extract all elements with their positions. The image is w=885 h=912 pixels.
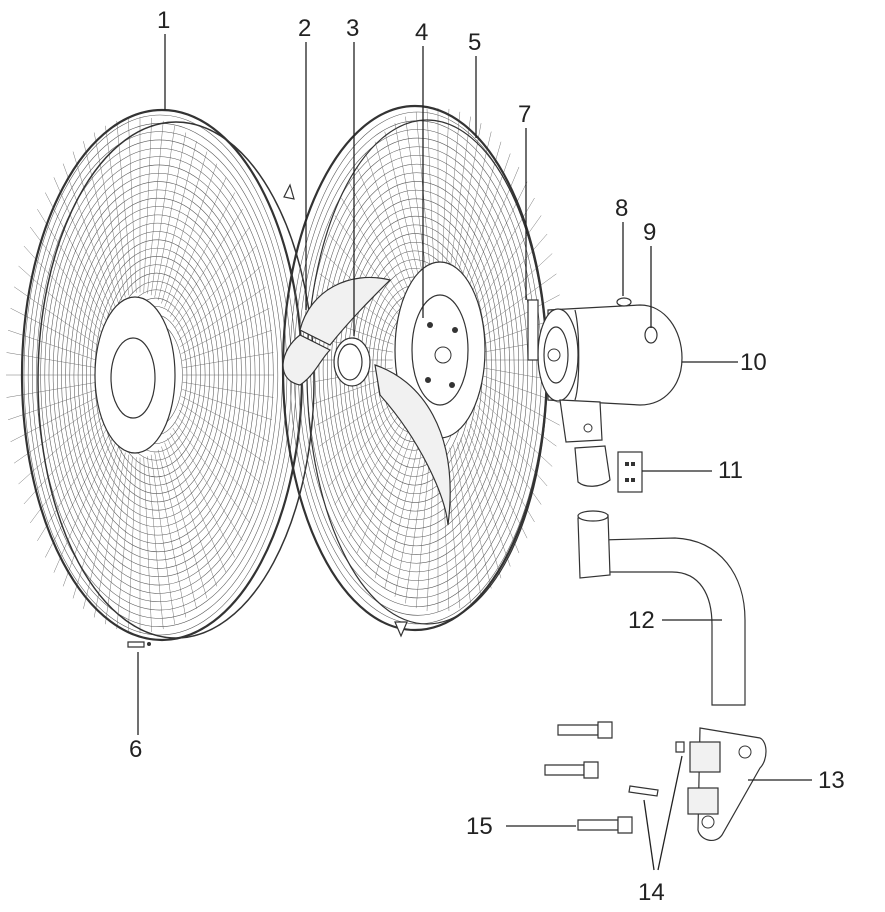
wall-bracket <box>687 727 767 842</box>
callout-3: 3 <box>346 15 359 42</box>
motor-housing <box>527 297 683 487</box>
front-grill <box>6 108 315 642</box>
callout-9: 9 <box>643 219 656 246</box>
spinner-cap <box>333 337 371 387</box>
callout-1: 1 <box>157 7 170 34</box>
callout-14: 14 <box>638 879 665 906</box>
callout-7: 7 <box>518 101 531 128</box>
callout-13: 13 <box>818 767 845 794</box>
mounting-plate <box>617 451 643 493</box>
callout-6: 6 <box>129 736 142 763</box>
callout-2: 2 <box>298 15 311 42</box>
callout-5: 5 <box>468 29 481 56</box>
fan-blade <box>282 276 451 526</box>
callout-11: 11 <box>718 457 743 484</box>
wall-arm <box>577 510 746 706</box>
callout-15: 15 <box>466 813 493 840</box>
callout-4: 4 <box>415 19 428 46</box>
callout-leaders <box>137 34 812 871</box>
callout-12: 12 <box>628 607 655 634</box>
wall-screws <box>127 641 685 834</box>
callout-10: 10 <box>740 349 767 376</box>
callout-8: 8 <box>615 195 628 222</box>
